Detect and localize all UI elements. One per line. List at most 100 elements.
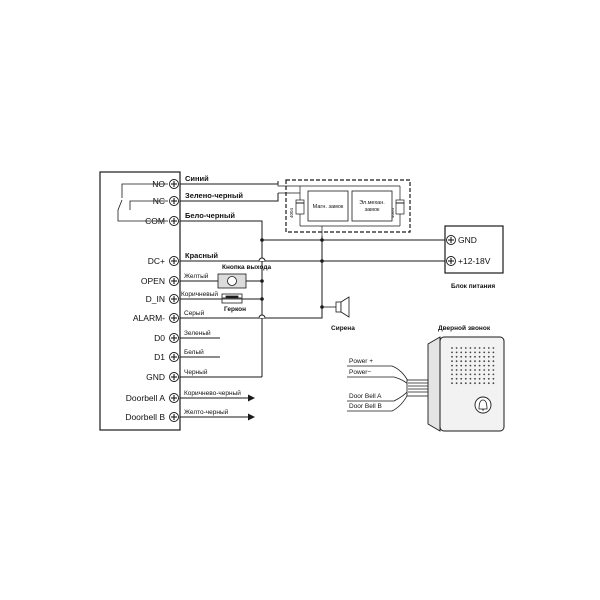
grille-dot	[451, 369, 453, 371]
junction-dots	[260, 238, 324, 309]
grille-dot	[478, 377, 481, 380]
grille-dot	[451, 382, 453, 385]
grille-dot	[451, 373, 453, 376]
siren-caption: Сирена	[331, 325, 355, 332]
grille-dot	[478, 347, 481, 349]
grille-dot	[469, 355, 472, 358]
grille-dot	[451, 377, 453, 380]
grille-dot	[455, 382, 458, 385]
doorbell-bell-b-label: Door Bell B	[349, 403, 382, 410]
grille-dot	[487, 364, 490, 367]
grille-dot	[474, 351, 476, 354]
grille-dot	[483, 355, 486, 358]
exit-button	[217, 273, 247, 289]
screw-terminal-6	[169, 294, 179, 304]
wire-label-com: Бело-черный	[185, 211, 235, 220]
grille-dot	[474, 360, 476, 363]
wire-label-d0: Зеленый	[184, 329, 211, 337]
screw-terminal-5	[169, 276, 179, 286]
screw-terminal-4	[169, 256, 179, 266]
grille-dot	[464, 364, 467, 367]
wire-label-doorbell-a: Коричнево-черный	[184, 389, 241, 397]
grille-dot	[474, 373, 476, 376]
siren	[322, 296, 350, 318]
grille-dot	[451, 360, 453, 363]
grille-dot	[492, 355, 495, 358]
wire-label-gnd: Черный	[184, 368, 208, 376]
grille-dot	[464, 351, 467, 354]
grille-dot	[492, 373, 495, 376]
relay-contact	[117, 183, 168, 222]
grille-dot	[455, 355, 458, 358]
wire-label-open: Желтый	[184, 272, 209, 280]
grille-dot	[455, 369, 458, 371]
electromech-lock-label-1: Эл.механ.	[359, 200, 385, 206]
grille-dot	[483, 347, 486, 349]
screw-terminal-1	[169, 179, 179, 189]
wire-label-doorbell-b: Желто-черный	[184, 408, 229, 416]
grille-dot	[460, 360, 463, 363]
grille-dot	[451, 351, 453, 354]
terminal-label-doorbell-b: Doorbell B	[125, 412, 165, 422]
reed-switch	[221, 293, 243, 304]
grille-dot	[487, 360, 490, 363]
grille-dot	[474, 347, 476, 349]
power-supply-gnd-label: GND	[458, 235, 477, 245]
screw-terminal-ps-vplus	[446, 256, 456, 266]
grille-dot	[483, 382, 486, 385]
grille-dot	[483, 369, 486, 371]
reed-switch-label: Геркон	[224, 306, 246, 313]
grille-dot	[483, 377, 486, 380]
grille-dot	[492, 369, 495, 371]
grille-dot	[464, 382, 467, 385]
screw-terminal-2	[169, 196, 179, 206]
grille-dot	[469, 360, 472, 363]
grille-dot	[474, 377, 476, 380]
terminal-label-open: OPEN	[141, 276, 165, 286]
wire-label-nc: Зелено-черный	[185, 191, 243, 200]
screw-terminal-8	[169, 333, 179, 343]
wire-label-dc: Красный	[185, 251, 218, 260]
grille-dot	[474, 369, 476, 371]
power-supply-caption: Блок питания	[451, 283, 495, 290]
grille-dot	[460, 382, 463, 385]
terminal-label-doorbell-a: Doorbell A	[126, 393, 166, 403]
wire-label-d1: Белый	[184, 348, 204, 356]
grille-dot	[487, 382, 490, 385]
bell-icon	[478, 399, 488, 411]
grille-dot	[464, 355, 467, 358]
grille-dot	[451, 364, 453, 367]
grille-dot	[469, 351, 472, 354]
grille-dot	[460, 351, 463, 354]
screw-terminal-12	[169, 412, 179, 422]
grille-dot	[483, 373, 486, 376]
grille-dot	[464, 369, 467, 371]
grille-dot	[464, 377, 467, 380]
grille-dot	[478, 369, 481, 371]
screw-terminals	[169, 179, 179, 422]
doorbell-button	[474, 396, 492, 414]
power-supply-vplus-label: +12-18V	[458, 256, 491, 266]
doorbell-arrows	[248, 394, 255, 421]
screw-terminal-ps-gnd	[446, 235, 456, 245]
grille-dot	[469, 364, 472, 367]
terminal-label-d0: D0	[154, 333, 165, 343]
grille-dot	[464, 373, 467, 376]
terminal-label-gnd: GND	[146, 372, 165, 382]
grille-dot	[451, 355, 453, 358]
grille-dot	[469, 373, 472, 376]
grille-dot	[469, 347, 472, 349]
power-supply	[440, 225, 504, 274]
mag-lock-label: Магн. замок	[313, 204, 344, 210]
grille-dot	[492, 351, 495, 354]
terminal-label-com: COM	[145, 216, 165, 226]
doorbell-power-plus-label: Power +	[349, 358, 373, 365]
wire-label-din: Коричневый	[181, 290, 218, 298]
screw-terminal-7	[169, 313, 179, 323]
grille-dot	[487, 369, 490, 371]
screw-terminal-9	[169, 352, 179, 362]
grille-dot	[474, 355, 476, 358]
grille-dot	[469, 369, 472, 371]
electromech-lock-label-2: замок	[365, 207, 380, 213]
